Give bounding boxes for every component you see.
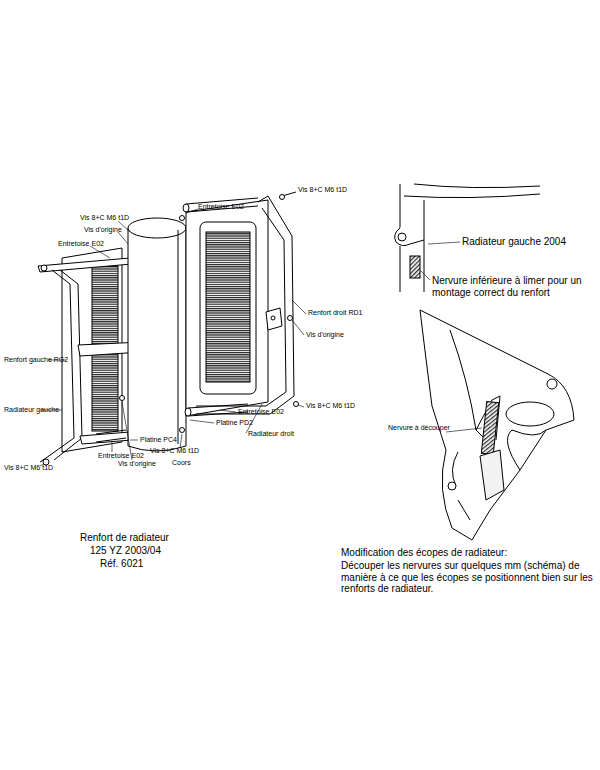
part-label: Renfort droit RD1 — [308, 309, 362, 317]
note-text: Modification des écopes de radiateur: — [341, 547, 596, 559]
part-label: Vis 8+C M6 t1D — [80, 214, 129, 222]
note-text: Réf. 6021 — [100, 558, 143, 570]
part-label: Platine PD2 — [216, 419, 253, 427]
part-label: Platine PC4 — [140, 436, 177, 444]
part-label: Vis d'origine — [84, 226, 122, 234]
part-label: Nervure à découper — [388, 424, 450, 432]
part-label: Vis 8+C M6 t1D — [306, 402, 355, 410]
part-label: Entretoise E02 — [58, 240, 104, 248]
part-label: Entretoise E02 — [198, 203, 244, 211]
part-label: Entretoise E02 — [238, 408, 284, 416]
part-label: Vis d'origine — [118, 460, 156, 468]
part-label: Radiateur gauche — [4, 406, 59, 414]
part-label: Entretoise E02 — [98, 452, 144, 460]
note-text: Radiateur gauche 2004 — [462, 236, 566, 248]
note-text: 125 YZ 2003/04 — [90, 545, 161, 557]
note-text: Renfort de radiateur — [80, 532, 169, 544]
part-label: Renfort gauche RG2 — [4, 356, 68, 364]
part-label: Vis 8+C M6 t1D — [298, 186, 347, 194]
note-text: Découper les nervures sur quelques mm (s… — [341, 560, 596, 595]
part-label: Coors — [172, 459, 191, 467]
part-label: Vis d'origine — [306, 331, 344, 339]
part-label: Vis 8+C M6 t1D — [4, 464, 53, 472]
note-text: Nervure inférieure à limer pour un monta… — [432, 275, 592, 298]
part-label: Radiateur droit — [248, 430, 294, 438]
part-label: Vis 8+C M6 t1D — [150, 447, 199, 455]
